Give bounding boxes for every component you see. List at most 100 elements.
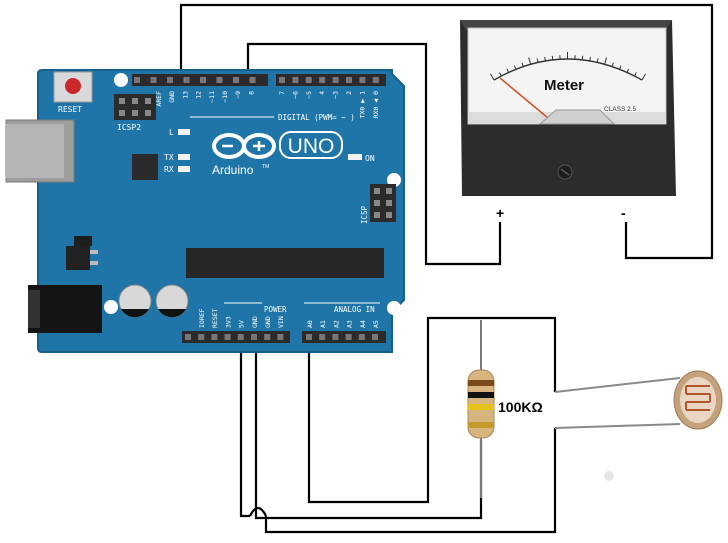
power-jack-front [28,290,40,328]
icsp-label: ICSP [360,205,369,224]
led-tx [178,154,190,160]
pin-hole [249,77,256,83]
analog-label: ANALOG IN [334,305,375,314]
pin-label: A2 [332,320,340,328]
icsp-header [370,184,396,222]
meter-tick [604,57,608,65]
led-l [178,129,190,135]
pin-hole [233,77,239,83]
meter-scale-ticks [490,52,646,81]
meter-tick [513,65,517,70]
pin-label: ~3 [332,91,340,99]
led-rx [178,166,190,172]
led-tx-label: TX [164,153,174,162]
meter-minus-terminal: - [621,205,626,221]
mounting-hole [114,73,128,87]
arduino-logo-icon [212,133,276,159]
meter-needle [499,77,549,119]
pin-label: ~11 [208,91,216,103]
meter-label: Meter [544,77,584,94]
uno-label: UNO [288,135,335,158]
usb-controller-chip [132,154,158,180]
wire-5v-to-ldr [239,336,250,518]
pin-label: A0 [306,320,314,328]
power-header [182,331,290,343]
pin-label: RX0 ◀ 0 [372,91,380,118]
pin-label: GND [251,316,259,328]
meter-tick [490,73,495,81]
power-label: POWER [264,305,287,314]
meter-tick [626,68,630,73]
pin-label: 2 [345,91,353,95]
pin-label: IOREF [198,308,206,328]
meter-tick [499,72,502,77]
meter-tick [536,58,539,63]
pin-label: AREF [155,91,163,107]
pin-hole [345,334,352,340]
meter-needle-pivot [538,109,616,125]
wire-gnd-to-resistor [254,336,483,520]
pin-label: A3 [346,320,354,328]
pin-label: 8 [247,91,255,95]
meter-plus-terminal: + [496,205,504,221]
pin-label: VIN [277,316,285,328]
pin-label: RESET [211,308,219,328]
pin-hole [306,334,312,340]
pin-hole [237,334,244,340]
pin-hole [150,77,157,83]
meter-tick [619,65,622,70]
meter-tick [589,56,591,61]
meter-tick [528,57,532,65]
pin-hole [198,334,205,340]
pin-hole [372,334,378,340]
mounting-hole [387,301,401,315]
meter-tick [521,62,524,67]
pin-label: ~9 [234,91,242,99]
pin-hole [185,334,191,340]
pin-hole [279,77,285,83]
reset-button[interactable] [53,71,93,103]
wire-crossover-hop [249,506,267,517]
wire-5v-continue [264,428,557,534]
pin-hole [277,334,284,340]
pin-label: 5V [238,320,246,328]
pin-hole [319,334,326,340]
pin-label: 3V3 [224,316,232,328]
pin-hole [200,77,206,83]
meter-tick [611,62,614,67]
brand-trademark: TM [262,164,269,170]
pin-label: A4 [359,320,367,328]
microcontroller-chip [186,248,384,278]
voltage-regulator [66,236,98,270]
watermark-icon [604,471,614,481]
usb-port-inner [6,124,64,178]
pin-hole [372,77,379,83]
pin-label: GND [168,91,176,103]
pin-label: 7 [278,91,286,95]
pin-hole [292,77,299,83]
pin-hole [358,334,365,340]
wire-pin9-to-meter-plus [246,42,502,266]
pin-hole [346,77,352,83]
pin-label: GND [264,316,272,328]
pin-hole [216,77,223,83]
meter-tick [596,58,599,63]
mounting-hole [387,173,401,187]
icsp2-header [114,94,156,120]
pin-label: 13 [181,91,189,99]
meter-tick [544,56,546,61]
pin-hole [332,334,339,340]
analog-meter: Meter CLASS 2.5 + - [460,20,676,221]
power-pin-labels: IOREF RESET 3V3 5V GND GND VIN [198,308,285,328]
meter-tick [634,72,637,77]
pin-hole [359,77,366,83]
wires [179,3,714,534]
led-on [348,154,362,160]
digital-header-right [276,74,386,86]
pin-label: TX0 ▶ 1 [358,91,366,118]
pin-label: 12 [195,91,203,99]
